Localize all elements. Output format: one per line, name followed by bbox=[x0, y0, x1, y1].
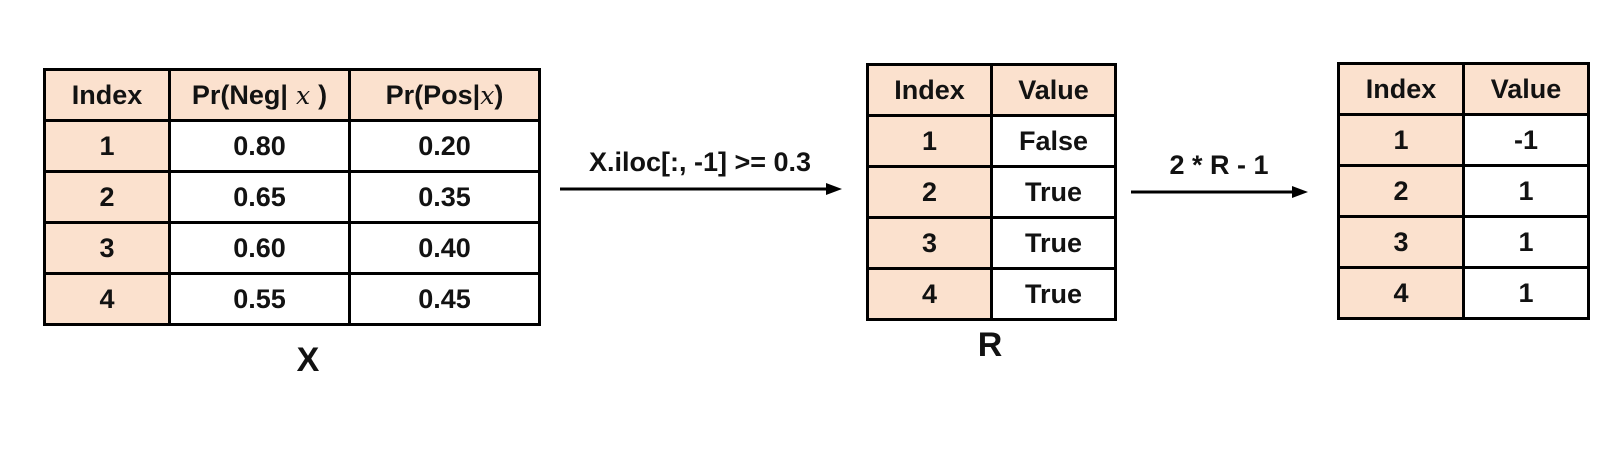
cell-index: 2 bbox=[43, 170, 171, 224]
table-row: 4 0.55 0.45 bbox=[43, 272, 541, 326]
cell-pr-pos: 0.40 bbox=[348, 221, 541, 275]
cell-pr-pos: 0.45 bbox=[348, 272, 541, 326]
math-var-x: x bbox=[480, 80, 495, 110]
column-header-index: Index bbox=[43, 68, 171, 122]
cell-pr-pos: 0.35 bbox=[348, 170, 541, 224]
arrow-2-label: 2 * R - 1 bbox=[1169, 150, 1269, 180]
cell-value: -1 bbox=[1462, 113, 1590, 167]
arrow-right-icon bbox=[559, 183, 842, 195]
table-x-header-row: Index Pr(Neg| x ) Pr(Pos|x) bbox=[43, 68, 541, 122]
header-text: Pr(Pos| bbox=[385, 79, 481, 110]
cell-value: True bbox=[990, 216, 1117, 270]
column-header-value: Value bbox=[1462, 62, 1590, 116]
cell-index: 4 bbox=[43, 272, 171, 326]
table-r-label: R bbox=[977, 326, 1003, 364]
cell-value: True bbox=[990, 267, 1117, 321]
table-r: Index Value 1 False 2 True 3 True 4 True bbox=[866, 63, 1117, 321]
arrow-1-label: X.iloc[:, -1] >= 0.3 bbox=[588, 147, 812, 177]
table-result: Index Value 1 -1 2 1 3 1 4 1 bbox=[1337, 62, 1590, 320]
table-row: 3 1 bbox=[1337, 215, 1590, 269]
cell-pr-neg: 0.80 bbox=[168, 119, 351, 173]
header-text: ) bbox=[494, 79, 504, 110]
cell-index: 3 bbox=[43, 221, 171, 275]
cell-pr-pos: 0.20 bbox=[348, 119, 541, 173]
column-header-pr-pos: Pr(Pos|x) bbox=[348, 68, 541, 122]
table-row: 1 -1 bbox=[1337, 113, 1590, 167]
cell-index: 2 bbox=[866, 165, 993, 219]
table-row: 1 False bbox=[866, 114, 1117, 168]
cell-index: 4 bbox=[866, 267, 993, 321]
cell-index: 4 bbox=[1337, 266, 1465, 320]
cell-index: 2 bbox=[1337, 164, 1465, 218]
table-result-header-row: Index Value bbox=[1337, 62, 1590, 116]
table-row: 2 True bbox=[866, 165, 1117, 219]
transform-arrow-2: 2 * R - 1 bbox=[1128, 150, 1310, 200]
column-header-value: Value bbox=[990, 63, 1117, 117]
column-header-pr-neg: Pr(Neg| x ) bbox=[168, 68, 351, 122]
arrow-right-icon bbox=[1131, 186, 1308, 198]
table-row: 4 1 bbox=[1337, 266, 1590, 320]
cell-pr-neg: 0.60 bbox=[168, 221, 351, 275]
cell-value: 1 bbox=[1462, 266, 1590, 320]
cell-index: 1 bbox=[1337, 113, 1465, 167]
cell-value: 1 bbox=[1462, 215, 1590, 269]
table-row: 2 1 bbox=[1337, 164, 1590, 218]
table-r-header-row: Index Value bbox=[866, 63, 1117, 117]
cell-index: 3 bbox=[1337, 215, 1465, 269]
header-text: ) bbox=[318, 79, 328, 110]
cell-index: 1 bbox=[43, 119, 171, 173]
table-row: 1 0.80 0.20 bbox=[43, 119, 541, 173]
column-header-index: Index bbox=[1337, 62, 1465, 116]
table-row: 4 True bbox=[866, 267, 1117, 321]
table-row: 3 0.60 0.40 bbox=[43, 221, 541, 275]
cell-pr-neg: 0.55 bbox=[168, 272, 351, 326]
math-var-x: x bbox=[287, 80, 319, 110]
transform-arrow-1: X.iloc[:, -1] >= 0.3 bbox=[550, 147, 850, 197]
header-text: Pr(Neg| bbox=[191, 79, 288, 110]
cell-pr-neg: 0.65 bbox=[168, 170, 351, 224]
cell-value: False bbox=[990, 114, 1117, 168]
table-x: Index Pr(Neg| x ) Pr(Pos|x) 1 0.80 0.20 … bbox=[43, 68, 541, 326]
column-header-index: Index bbox=[866, 63, 993, 117]
cell-index: 1 bbox=[866, 114, 993, 168]
table-row: 3 True bbox=[866, 216, 1117, 270]
table-row: 2 0.65 0.35 bbox=[43, 170, 541, 224]
cell-value: True bbox=[990, 165, 1117, 219]
table-x-label: X bbox=[296, 341, 320, 379]
cell-value: 1 bbox=[1462, 164, 1590, 218]
cell-index: 3 bbox=[866, 216, 993, 270]
